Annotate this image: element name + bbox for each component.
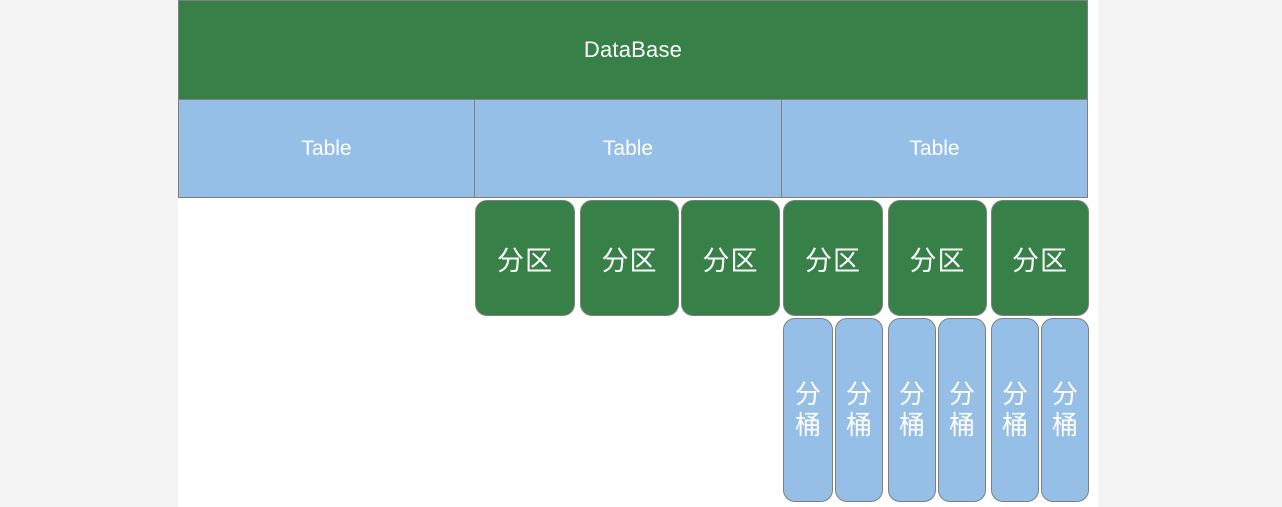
partition-node-1[interactable]: 分区 [475, 200, 575, 316]
partition-node-4[interactable]: 分区 [783, 200, 883, 316]
partition-node-5[interactable]: 分区 [888, 200, 987, 316]
partition-node-2[interactable]: 分区 [580, 200, 679, 316]
table-node-3[interactable]: Table [781, 99, 1088, 198]
bucket-node-3[interactable]: 分桶 [888, 318, 936, 502]
diagram-canvas: DataBase Table Table Table 分区 分区 分区 分区 分… [178, 0, 1098, 507]
bucket-node-5[interactable]: 分桶 [991, 318, 1039, 502]
database-node[interactable]: DataBase [178, 0, 1088, 100]
table-node-2[interactable]: Table [474, 99, 782, 198]
partition-node-3[interactable]: 分区 [681, 200, 780, 316]
bucket-node-4[interactable]: 分桶 [938, 318, 986, 502]
table-node-1[interactable]: Table [178, 99, 475, 198]
bucket-node-2[interactable]: 分桶 [835, 318, 883, 502]
bucket-node-1[interactable]: 分桶 [783, 318, 833, 502]
partition-node-6[interactable]: 分区 [991, 200, 1089, 316]
bucket-node-6[interactable]: 分桶 [1041, 318, 1089, 502]
